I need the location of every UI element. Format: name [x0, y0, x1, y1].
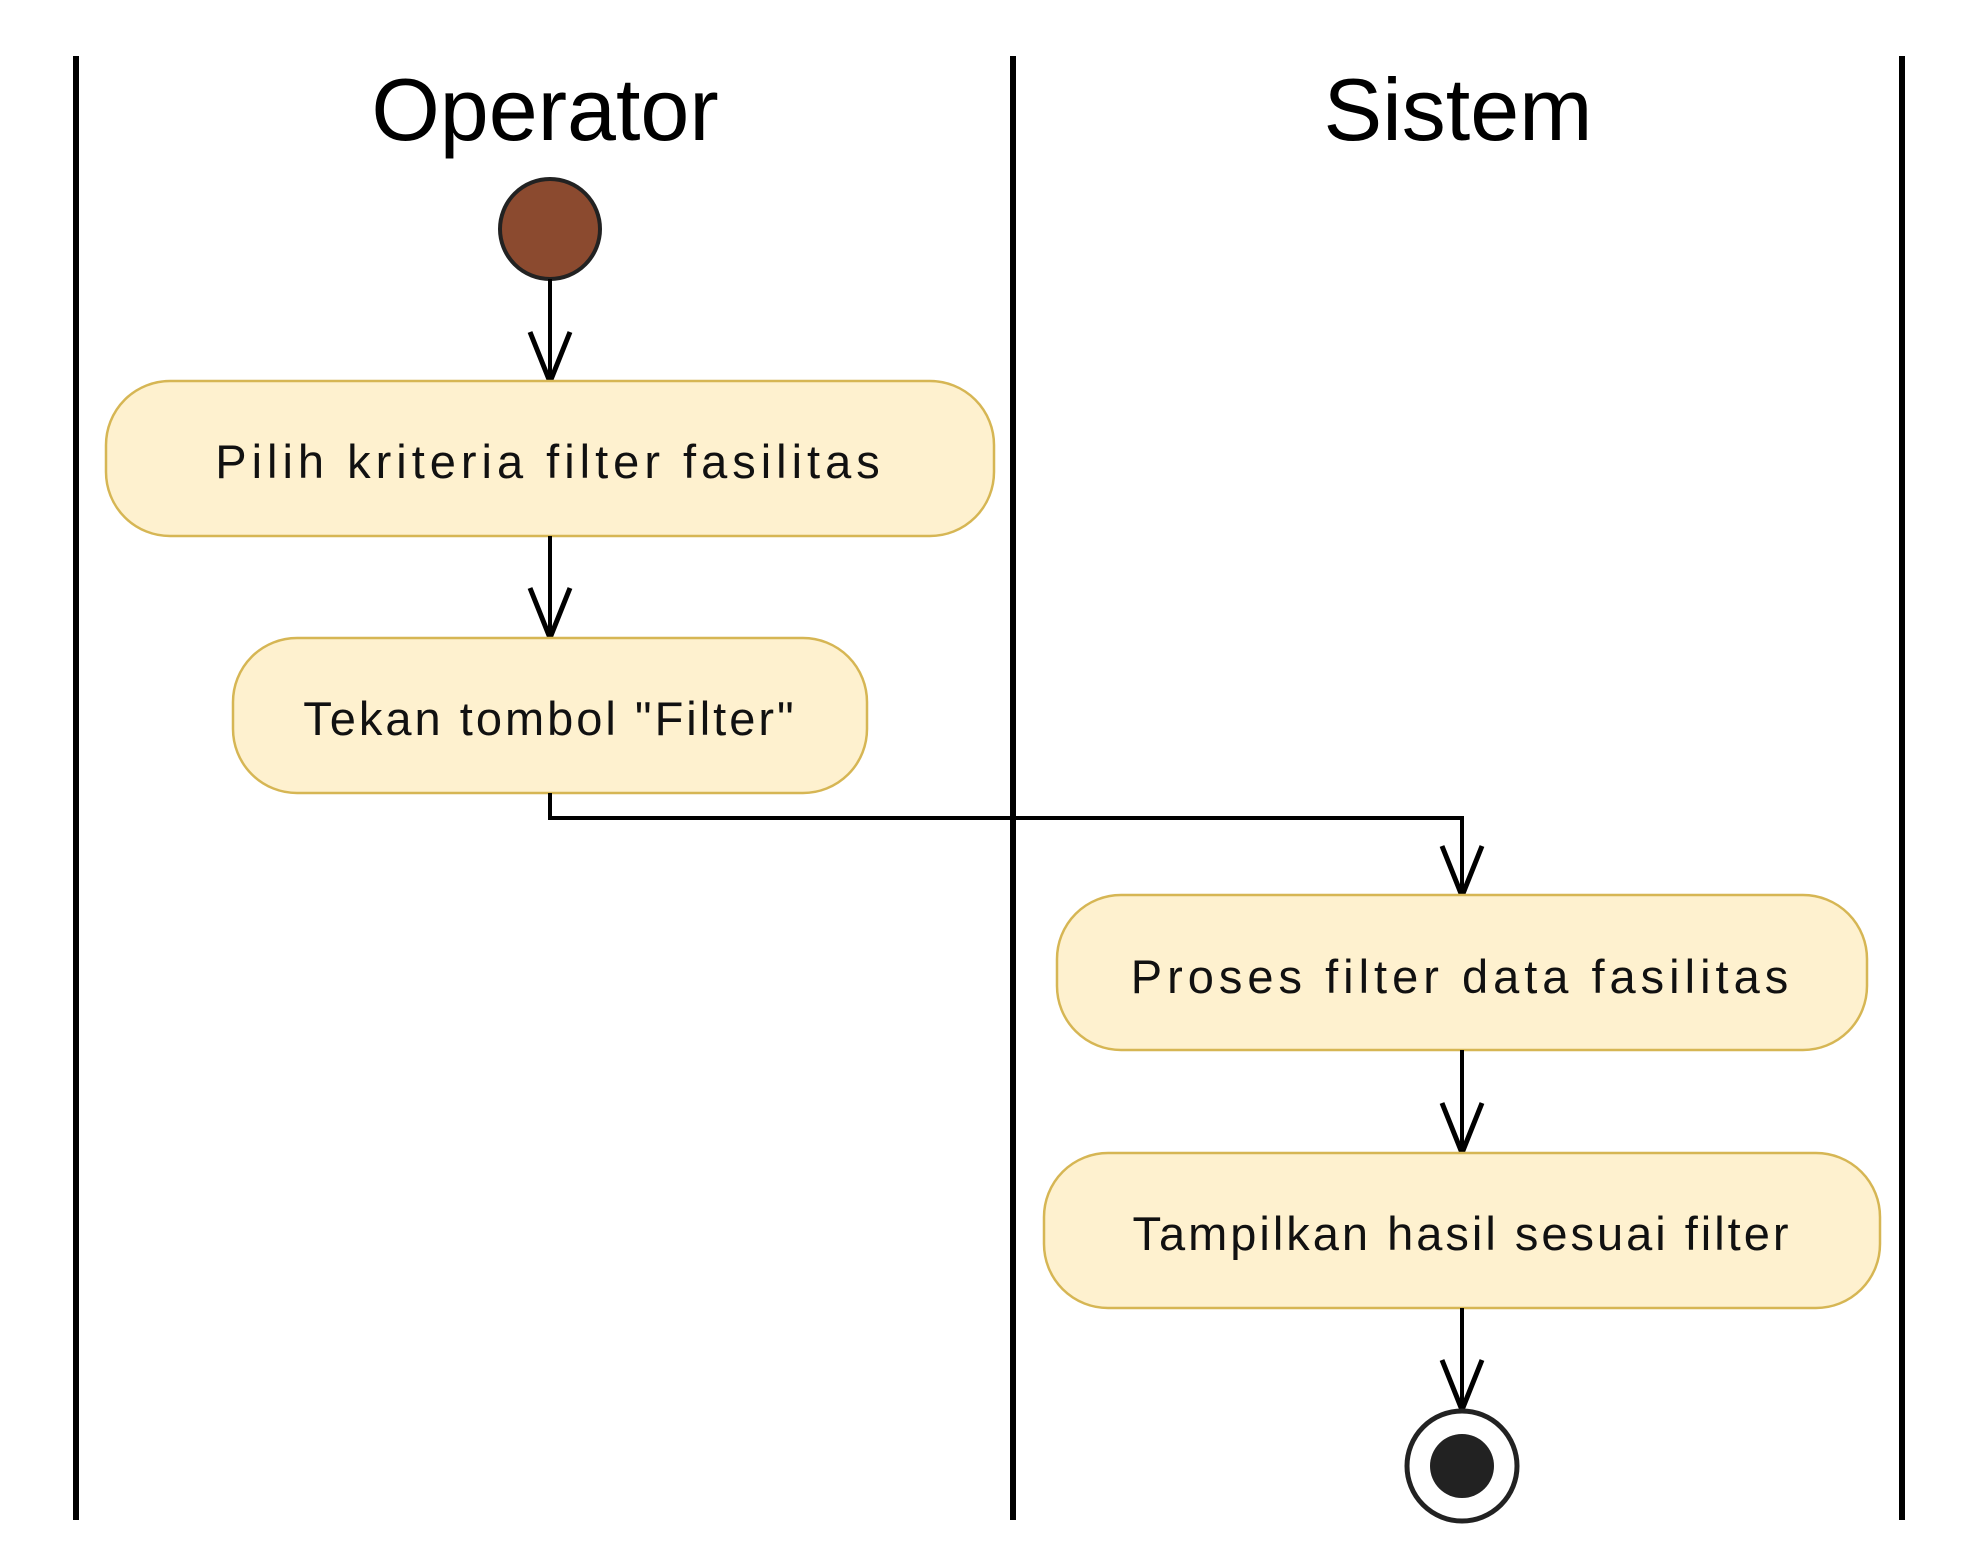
lane-title-sistem: Sistem [1324, 60, 1593, 159]
action-label: Tampilkan hasil sesuai filter [1132, 1207, 1791, 1260]
action-node-process-filter: Proses filter data fasilitas [1055, 893, 1869, 1052]
action-node-show-results: Tampilkan hasil sesuai filter [1042, 1151, 1882, 1310]
start-node [498, 177, 602, 281]
flow-edge [548, 793, 1464, 896]
action-node-press-filter: Tekan tombol "Filter" [231, 636, 869, 795]
action-label: Proses filter data fasilitas [1131, 950, 1793, 1003]
end-node [1404, 1408, 1520, 1524]
action-label: Pilih kriteria filter fasilitas [215, 435, 885, 488]
lane-title-operator: Operator [371, 60, 718, 159]
action-node-select-criteria: Pilih kriteria filter fasilitas [104, 379, 996, 538]
action-label: Tekan tombol "Filter" [303, 692, 796, 745]
